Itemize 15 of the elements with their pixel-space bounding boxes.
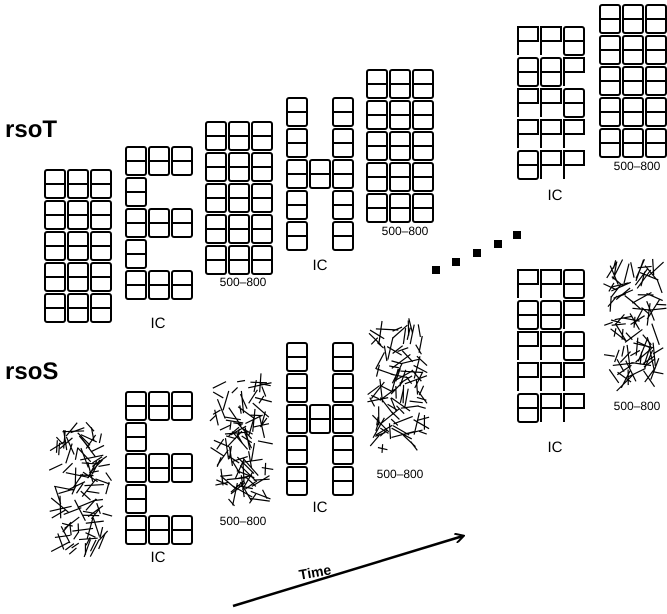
duration-label: 500–800	[382, 225, 428, 237]
interval-label: IC	[150, 316, 166, 331]
interval-label: IC	[150, 550, 166, 565]
duration-label: 500–800	[220, 276, 266, 288]
duration-label: 500–800	[614, 160, 660, 172]
interval-label: IC	[312, 500, 328, 515]
interval-label: IC	[548, 188, 562, 203]
interval-label: IC	[312, 258, 328, 273]
duration-label: 500–800	[220, 515, 266, 527]
axis-label: Time	[298, 562, 332, 582]
interval-label: IC	[548, 440, 562, 455]
condition-label: rsoT	[5, 118, 58, 142]
duration-label: 500–800	[614, 400, 660, 412]
condition-label: rsoS	[5, 360, 58, 384]
duration-label: 500–800	[376, 468, 424, 480]
